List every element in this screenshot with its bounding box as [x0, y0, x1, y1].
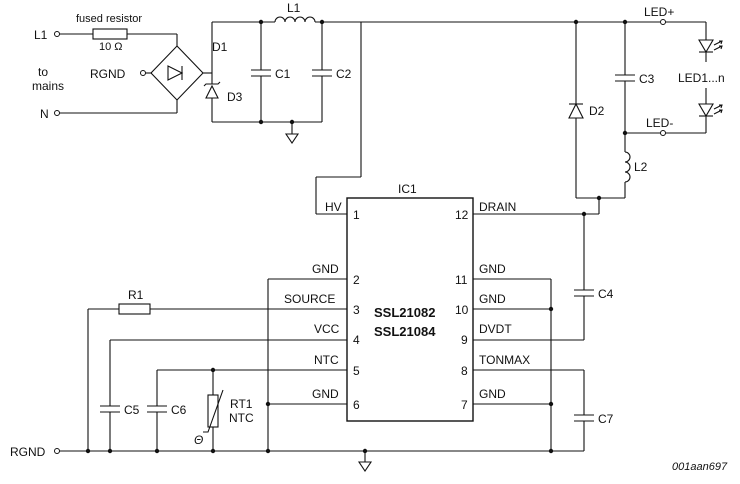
l1-terminal	[54, 31, 60, 37]
n-terminal-label: N	[40, 107, 49, 121]
c5-label: C5	[124, 403, 140, 417]
pin-10-name: GND	[479, 292, 506, 306]
pin-1-number: 1	[353, 208, 360, 222]
led-minus-terminal	[660, 130, 666, 136]
to-mains-label-2: mains	[32, 79, 64, 93]
ground-symbol-top	[284, 122, 300, 144]
pin-7-name: GND	[479, 387, 506, 401]
l1-terminal-label: L1	[34, 28, 48, 42]
ic1-block: IC1 SSL21082 SSL21084 1 HV 2 GND 3 SOURC…	[284, 182, 530, 422]
pin-11-name: GND	[479, 262, 506, 276]
ntc-label: NTC	[229, 411, 254, 425]
pin-6-number: 6	[353, 398, 360, 412]
c6-label: C6	[171, 403, 187, 417]
pin-3-number: 3	[353, 303, 360, 317]
pin-9-number: 9	[461, 333, 468, 347]
ic1-part-1: SSL21082	[374, 305, 435, 320]
inductor-l1	[274, 16, 316, 23]
pin-7-number: 7	[461, 398, 468, 412]
pin-5-name: NTC	[314, 353, 339, 367]
pin-4-number: 4	[353, 333, 360, 347]
theta-label: Θ	[194, 433, 203, 447]
bridge-rectifier-d1	[150, 45, 204, 101]
fused-resistor-symbol	[92, 28, 128, 40]
pin-2-name: GND	[312, 262, 339, 276]
to-mains-label-1: to	[38, 65, 48, 79]
c2-label: C2	[336, 67, 352, 81]
rgnd-top-label: RGND	[90, 67, 126, 81]
rt1-label: RT1	[230, 397, 253, 411]
pin-11-number: 11	[455, 273, 468, 287]
r1-symbol	[118, 303, 151, 315]
c7-label: C7	[598, 412, 614, 426]
pin-5-number: 5	[353, 364, 360, 378]
d3-label: D3	[227, 90, 243, 104]
pin-8-name: TONMAX	[479, 353, 530, 367]
fused-resistor-label: fused resistor	[76, 13, 142, 25]
zener-diode-d3	[203, 73, 221, 122]
pin-3-name: SOURCE	[284, 292, 335, 306]
r1-label: R1	[128, 288, 144, 302]
l1-inductor-label: L1	[287, 1, 301, 15]
pin-4-name: VCC	[314, 322, 340, 336]
rgnd-bottom-label: RGND	[10, 445, 46, 459]
led-plus-terminal	[660, 19, 666, 25]
c3-label: C3	[639, 72, 655, 86]
thermistor-rt1	[203, 370, 224, 451]
n-terminal	[54, 110, 60, 116]
pin-12-name: DRAIN	[479, 200, 516, 214]
led-plus-label: LED+	[644, 5, 674, 19]
input-filter: L1 C1 C2	[212, 1, 362, 215]
figure-code: 001aan697	[672, 461, 728, 473]
rgnd-top-terminal	[140, 70, 146, 76]
output-section: LED+ LED1...n C3 LED-	[361, 5, 725, 341]
pin-2-number: 2	[353, 273, 360, 287]
ground-symbol-bottom	[357, 451, 373, 472]
pin-12-number: 12	[455, 208, 469, 222]
pin-1-name: HV	[325, 200, 342, 214]
led-string-label: LED1...n	[678, 71, 725, 85]
led-string	[698, 22, 723, 133]
pin-8-number: 8	[461, 364, 468, 378]
pin-9-name: DVDT	[479, 322, 512, 336]
ic1-part-2: SSL21084	[374, 324, 436, 339]
low-side-network: R1 C5 C6 RT1 NTC Θ	[10, 278, 614, 472]
l2-label: L2	[634, 160, 648, 174]
pin-10-number: 10	[455, 303, 469, 317]
input-section: L1 fused resistor 10 Ω to mains RGND N D…	[32, 13, 275, 122]
fused-resistor-value: 10 Ω	[99, 41, 123, 53]
c4-label: C4	[598, 287, 614, 301]
d2-label: D2	[589, 104, 605, 118]
d1-label: D1	[212, 40, 228, 54]
ic1-ref-label: IC1	[398, 182, 417, 196]
pin-6-name: GND	[312, 387, 339, 401]
c1-label: C1	[275, 67, 291, 81]
led-minus-label: LED-	[646, 116, 673, 130]
rgnd-bottom-terminal	[54, 448, 60, 454]
